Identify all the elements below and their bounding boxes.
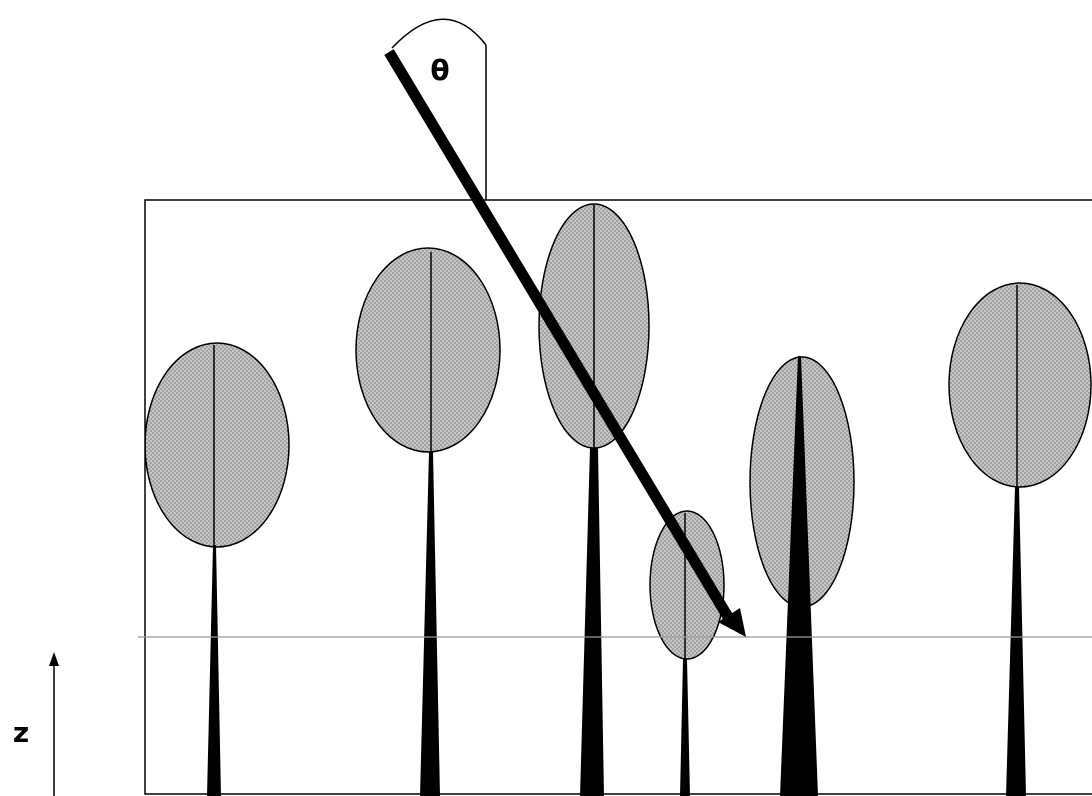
tree-2	[355, 247, 501, 796]
tree-5	[749, 356, 855, 796]
tree-4-trunk	[680, 659, 690, 796]
canopy-box	[145, 203, 1092, 796]
tree-3	[538, 203, 650, 796]
tree-1-crown	[145, 342, 290, 548]
tree-1-trunk	[207, 545, 221, 796]
angle-arc	[391, 18, 487, 49]
tree-1	[145, 342, 290, 796]
incident-ray	[384, 49, 733, 620]
tree-5-trunk	[780, 356, 818, 796]
tree-6-crown	[948, 282, 1092, 488]
tree-2-trunk	[420, 452, 440, 796]
angle-label: θ	[430, 54, 449, 87]
z-axis-label: z	[13, 716, 29, 749]
tree-6-trunk	[1006, 487, 1026, 796]
z-axis-arrowhead	[49, 652, 59, 666]
incident-ray-arrowhead	[718, 608, 746, 637]
canopy-box-outline	[144, 199, 1092, 795]
tree-4	[649, 510, 725, 796]
tree-3-trunk	[580, 448, 604, 796]
tree-2-crown	[355, 247, 501, 453]
tree-6	[948, 282, 1092, 796]
